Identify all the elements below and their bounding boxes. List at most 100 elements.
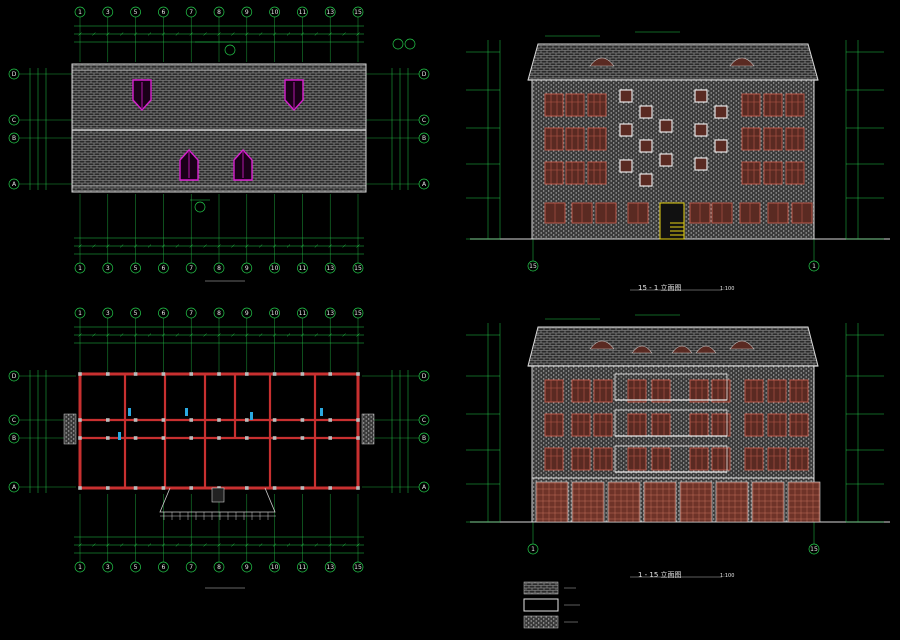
window: [711, 379, 731, 403]
window: [544, 413, 564, 437]
dimension-tick: [175, 32, 179, 36]
stair-window: [714, 105, 728, 119]
axis-bubble-label: C: [12, 417, 16, 424]
structural-column: [161, 436, 166, 440]
structural-column: [78, 372, 82, 376]
dimension-tick: [272, 32, 277, 36]
axis-bubble-label: 7: [189, 9, 193, 16]
dimension-tick: [356, 543, 360, 547]
axis-bubble-label: 13: [326, 265, 334, 272]
window: [571, 413, 591, 437]
structural-column: [356, 418, 360, 422]
structural-column: [300, 486, 305, 490]
axis-bubble-label: C: [422, 117, 426, 124]
dimension-tick: [120, 32, 124, 36]
window: [565, 93, 585, 117]
dimension-tick: [342, 543, 346, 547]
dimension-tick: [342, 244, 346, 248]
axis-bubble-label: 15: [354, 310, 362, 317]
shopfront-bay: [535, 481, 569, 523]
dimension-tick: [272, 543, 277, 547]
door-opening: [128, 408, 131, 416]
dimension-tick: [147, 333, 152, 337]
axis-bubble-label: 1: [78, 564, 82, 571]
dimension-tick: [92, 543, 96, 547]
window: [763, 161, 783, 185]
structural-column: [356, 486, 360, 490]
axis-bubble-label: 3: [106, 9, 110, 16]
detail-callout: [194, 201, 206, 213]
roof-dormer-window: [631, 345, 653, 354]
structural-column: [106, 418, 110, 422]
axis-bubble-label: B: [12, 435, 16, 442]
dimension-tick: [203, 333, 207, 337]
axis-bubble-label: 15: [810, 546, 818, 553]
roof-tile-area: [71, 63, 367, 193]
axis-bubble-label: 1: [531, 546, 535, 553]
dimension-tick: [189, 333, 193, 337]
dimension-tick: [300, 244, 305, 248]
structural-column: [328, 418, 332, 422]
window: [651, 413, 671, 437]
axis-bubble-label: 1: [78, 265, 82, 272]
dimension-tick: [217, 32, 221, 36]
dimension-tick: [203, 244, 207, 248]
window: [593, 379, 613, 403]
window: [741, 161, 761, 185]
axis-bubble-label: 1: [78, 9, 82, 16]
axis-bubble-label: 10: [271, 265, 279, 272]
dimension-tick: [106, 333, 110, 337]
dimension-tick: [314, 32, 318, 36]
dimension-tick: [245, 543, 249, 547]
dimension-tick: [300, 32, 305, 36]
rear-elevation-title: 15 - 1 立面图: [638, 283, 682, 292]
axis-bubble-label: A: [422, 484, 427, 491]
dimension-tick: [203, 32, 207, 36]
detail-callout: [404, 38, 416, 50]
dimension-tick: [286, 244, 291, 248]
axis-bubble-label: 5: [134, 9, 138, 16]
dimension-tick: [286, 32, 291, 36]
axis-bubble-label: 9: [245, 9, 249, 16]
window: [789, 447, 809, 471]
structural-column: [245, 436, 249, 440]
axis-bubble-label: B: [12, 135, 16, 142]
detail-callout: [224, 44, 236, 56]
front-elevation-view: 1 15: [466, 314, 890, 578]
dimension-tick: [217, 244, 221, 248]
window: [565, 127, 585, 151]
dimension-tick: [231, 32, 235, 36]
window: [711, 447, 731, 471]
axis-bubble-label: 13: [326, 564, 334, 571]
dimension-tick: [314, 244, 318, 248]
structural-column: [300, 372, 305, 376]
axis-bubble-label: 6: [161, 310, 165, 317]
rear-elevation-scale: 1:100: [720, 286, 734, 292]
structural-column: [189, 372, 193, 376]
window: [587, 127, 607, 151]
axis-bubble-label: 11: [299, 564, 307, 571]
window: [565, 161, 585, 185]
structural-column: [161, 418, 166, 422]
axis-bubble-label: 5: [134, 265, 138, 272]
structural-column: [106, 436, 110, 440]
dimension-tick: [217, 543, 221, 547]
dimension-tick: [314, 333, 318, 337]
side-stair: [361, 413, 375, 445]
window: [767, 447, 787, 471]
roof-dormer-window: [671, 345, 693, 354]
dimension-tick: [147, 244, 152, 248]
axis-bubble-label: 6: [161, 9, 165, 16]
window: [627, 379, 647, 403]
structural-column: [78, 486, 82, 490]
dimension-tick: [272, 244, 277, 248]
dimension-tick: [245, 333, 249, 337]
window: [593, 447, 613, 471]
axis-bubble-label: 11: [299, 9, 307, 16]
structural-column: [328, 486, 332, 490]
structural-column: [133, 486, 138, 490]
legend-brick-swatch: [523, 615, 559, 629]
axis-bubble-label: 13: [326, 310, 334, 317]
dimension-tick: [259, 32, 263, 36]
